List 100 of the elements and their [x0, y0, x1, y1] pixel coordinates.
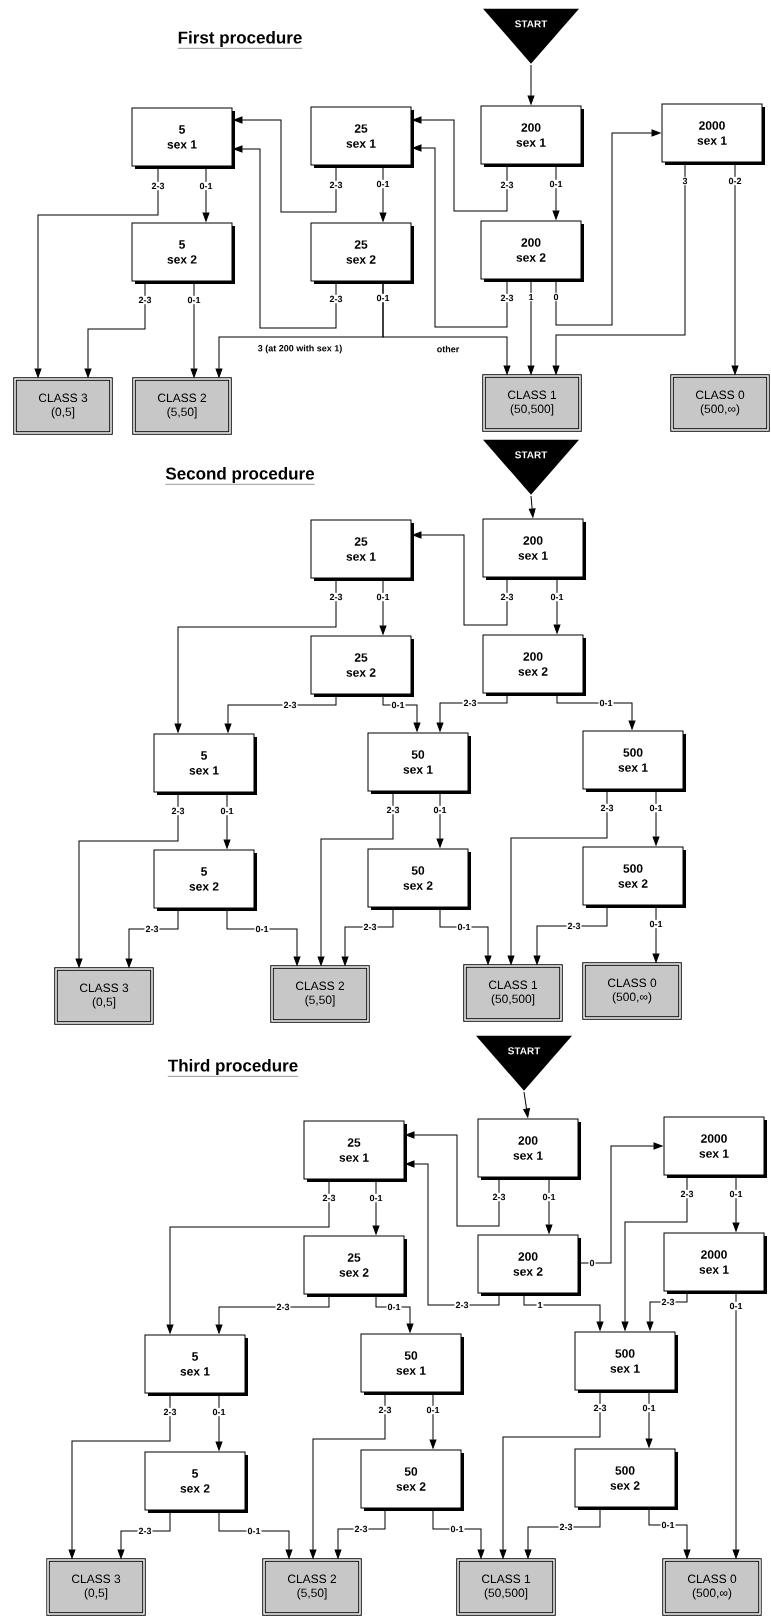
edge-label: 0-1 — [456, 922, 472, 932]
arrow — [556, 693, 636, 730]
arrow — [527, 279, 535, 375]
edge-label: 2-3 — [275, 1302, 291, 1312]
arrow — [341, 907, 394, 966]
edge-label: 2-3 — [599, 803, 615, 813]
process-box: 25 sex 1 — [303, 1120, 407, 1182]
arrow — [68, 1393, 171, 1559]
process-box: 200 sex 1 — [482, 518, 586, 580]
arrow — [224, 694, 337, 733]
arrow — [652, 789, 660, 846]
arrow — [552, 164, 560, 220]
arrow — [166, 1179, 330, 1334]
process-box: 200 sex 1 — [480, 105, 584, 167]
process-box: 25 sex 2 — [310, 635, 414, 697]
arrow — [202, 166, 210, 222]
edge-label: 1 — [527, 292, 535, 302]
arrow — [215, 1393, 223, 1451]
edge-label: 0-1 — [198, 181, 214, 191]
edge-label: 0-1 — [375, 592, 391, 602]
process-box: 200 sex 1 — [477, 1118, 581, 1180]
arrow — [523, 1293, 604, 1331]
edge-label: 0-1 — [549, 592, 565, 602]
arrow — [125, 908, 179, 968]
process-box: 2000 sex 1 — [663, 1232, 767, 1294]
arrow — [190, 281, 198, 378]
arrow — [412, 116, 508, 212]
arrow — [412, 144, 508, 328]
edge-label: 2-3 — [558, 1522, 574, 1532]
process-box: 25 sex 1 — [310, 106, 414, 168]
process-box: 50 sex 1 — [367, 732, 471, 794]
edge-label: 0-1 — [728, 1189, 744, 1199]
arrow — [621, 1175, 688, 1331]
process-box: 25 sex 2 — [310, 222, 414, 284]
arrow — [436, 693, 508, 732]
arrow — [507, 789, 608, 965]
arrow — [75, 792, 179, 968]
edge-label: 0-1 — [541, 1192, 557, 1202]
process-box: 50 sex 2 — [360, 1449, 464, 1511]
class-box: CLASS 1 (50,500] — [456, 1558, 556, 1616]
edge-label: 2-3 — [321, 1193, 337, 1203]
edge-label: 3 — [681, 176, 689, 186]
edge-label: 2-3 — [282, 700, 298, 710]
class-box: CLASS 1 (50,500] — [482, 374, 582, 432]
arrow — [731, 162, 739, 375]
process-box: 500 sex 2 — [582, 846, 686, 908]
edge-label: 0-1 — [648, 803, 664, 813]
edge-label: 0 — [588, 1258, 596, 1268]
arrow — [652, 905, 660, 963]
edge-label: 3 (at 200 with sex 1) — [256, 343, 344, 355]
process-box: 2000 sex 1 — [663, 1116, 767, 1178]
arrow — [439, 907, 492, 965]
arrow — [379, 578, 387, 635]
edge-label: 2-3 — [377, 1405, 393, 1415]
process-box: 2000 sex 1 — [661, 103, 765, 165]
process-box: 50 sex 1 — [360, 1333, 464, 1395]
arrow — [499, 1390, 601, 1559]
edge-label: 0-1 — [641, 1403, 657, 1413]
branch-label: 0-1 — [375, 293, 391, 303]
edge-label: 0-1 — [548, 179, 564, 189]
process-box: 5 sex 2 — [131, 222, 235, 284]
class-box: CLASS 3 (0,5] — [13, 377, 113, 435]
arrow — [34, 166, 159, 378]
edge-label: 2-3 — [660, 1297, 676, 1307]
edge-label: 2-3 — [328, 294, 344, 304]
edge-label: other — [435, 344, 461, 354]
arrow — [527, 64, 535, 105]
edge-label: 0-1 — [375, 179, 391, 189]
arrow — [405, 1160, 500, 1306]
arrow — [412, 531, 508, 626]
arrow — [309, 1392, 386, 1559]
edge-label: 2-3 — [499, 180, 515, 190]
start-triangle: START — [483, 439, 579, 495]
arrow — [372, 1179, 380, 1235]
edge-label: 2-3 — [462, 698, 478, 708]
class-box: CLASS 2 (5,50] — [132, 377, 232, 435]
arrow — [533, 905, 608, 965]
arrow — [84, 281, 146, 378]
class-box: CLASS 0 (500,∞) — [662, 1558, 762, 1616]
process-box: 200 sex 2 — [477, 1234, 581, 1296]
edge-label: 2-3 — [162, 1407, 178, 1417]
edge-label: 0-1 — [598, 698, 614, 708]
edge-label: 2-3 — [491, 1192, 507, 1202]
process-box: 200 sex 2 — [480, 220, 584, 282]
edge-label: 2-3 — [150, 181, 166, 191]
process-box: 200 sex 2 — [482, 634, 586, 696]
process-box: 5 sex 2 — [153, 849, 257, 911]
arrow — [405, 1131, 500, 1227]
edge-label: 2-3 — [566, 921, 582, 931]
class-box: CLASS 3 (0,5] — [46, 1558, 146, 1616]
arrow — [552, 162, 686, 375]
edge-label: 2-3 — [328, 180, 344, 190]
arrow — [233, 145, 337, 329]
class-box: CLASS 1 (50,500] — [463, 964, 563, 1022]
section-heading: Third procedure — [167, 1059, 299, 1077]
arrow — [553, 577, 561, 634]
arrow — [545, 1177, 553, 1234]
arrow — [645, 1390, 653, 1448]
arrow — [524, 1507, 601, 1559]
edge-label: 2-3 — [454, 1300, 470, 1310]
